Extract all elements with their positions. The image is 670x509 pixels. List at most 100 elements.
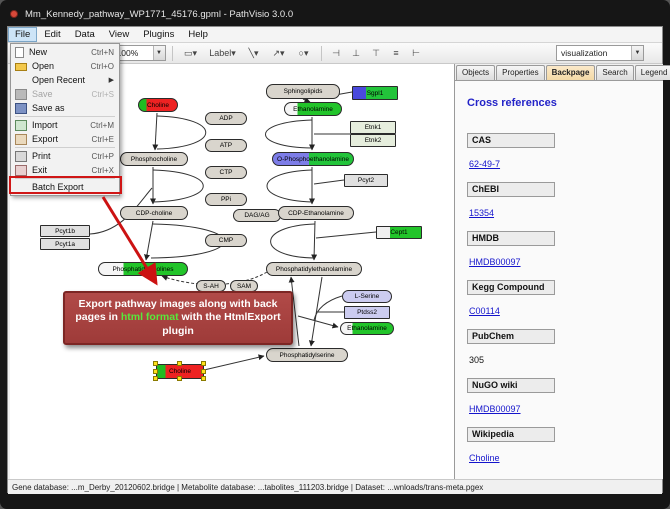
submenu-arrow-icon: ▶ bbox=[108, 77, 114, 84]
pathway-node-l-serine[interactable]: L-Serine bbox=[342, 290, 392, 303]
align-center-button[interactable]: ⊥ bbox=[352, 47, 360, 58]
menu-separator bbox=[15, 116, 115, 117]
menubar-item-edit[interactable]: Edit bbox=[44, 29, 61, 40]
selection-handle[interactable] bbox=[153, 361, 158, 366]
xref-link[interactable]: HMDB00097 bbox=[469, 257, 521, 267]
pathway-node-sgpl1[interactable]: Sgpl1 bbox=[352, 86, 398, 100]
menubar-item-plugins[interactable]: Plugins bbox=[143, 29, 175, 40]
distribute-button[interactable]: ≡ bbox=[393, 48, 399, 58]
menubar: File Edit Data View Plugins Help bbox=[8, 27, 662, 43]
menu-item-batch-export[interactable]: Batch Export bbox=[12, 180, 118, 194]
pathway-node-dag-ag[interactable]: DAG/AG bbox=[233, 209, 281, 222]
pathway-node-atp[interactable]: ATP bbox=[205, 139, 247, 152]
pathway-node-sphingolipids[interactable]: Sphingolipids bbox=[266, 84, 340, 99]
align-top-button[interactable]: ⊤ bbox=[372, 47, 380, 58]
pathway-node-pcyt1b[interactable]: Pcyt1b bbox=[40, 225, 90, 237]
selection-handle[interactable] bbox=[201, 361, 206, 366]
pathway-node-cdp-ethanolamine[interactable]: CDP-Ethanolamine bbox=[278, 206, 354, 220]
menu-item-save-as[interactable]: Save as bbox=[12, 101, 118, 115]
menubar-item-file[interactable]: File bbox=[8, 27, 38, 42]
xref-link[interactable]: HMDB00097 bbox=[469, 404, 521, 414]
tab-search[interactable]: Search bbox=[596, 65, 634, 80]
pathway-node-phosphatidylserine[interactable]: Phosphatidylserine bbox=[266, 348, 348, 362]
xref-header: CAS bbox=[467, 133, 555, 148]
visualization-combobox[interactable]: visualization ▼ bbox=[556, 45, 644, 61]
pathway-node-ptdss2[interactable]: Ptdss2 bbox=[344, 306, 390, 319]
selection-handle[interactable] bbox=[153, 368, 158, 374]
pathway-node-etnk2[interactable]: Etnk2 bbox=[350, 134, 396, 147]
pathway-node-ctp[interactable]: CTP bbox=[205, 166, 247, 179]
datanode-tool-button[interactable]: ▭▾ bbox=[184, 47, 198, 58]
selection-handle[interactable] bbox=[201, 368, 206, 374]
xref-header: ChEBI bbox=[467, 182, 555, 197]
xref-header: PubChem bbox=[467, 329, 555, 344]
xref-link[interactable]: 15354 bbox=[469, 208, 495, 218]
label-tool-button[interactable]: Label▾ bbox=[209, 47, 236, 59]
xref-header: NuGO wiki bbox=[467, 378, 555, 393]
callout-highlight-text: html format bbox=[120, 311, 179, 324]
pathway-node-adp[interactable]: ADP bbox=[205, 112, 247, 125]
pathway-node-cmp[interactable]: CMP bbox=[205, 234, 247, 247]
menu-shortcut: Ctrl+X bbox=[91, 165, 114, 175]
pathway-node-etnk1[interactable]: Etnk1 bbox=[350, 121, 396, 134]
pathway-node-ethanolamine[interactable]: Ethanolamine bbox=[284, 102, 342, 116]
menu-item-open-recent[interactable]: Open Recent▶ bbox=[12, 73, 118, 87]
xref-value: 305 bbox=[469, 355, 485, 365]
tab-legend[interactable]: Legend bbox=[634, 65, 670, 80]
tab-backpage[interactable]: Backpage bbox=[545, 65, 596, 80]
stack-button[interactable]: ⊢ bbox=[412, 47, 420, 58]
none-menu-icon bbox=[15, 75, 27, 86]
menu-separator bbox=[15, 147, 115, 148]
tab-properties[interactable]: Properties bbox=[496, 65, 545, 80]
selection-handle[interactable] bbox=[201, 376, 206, 381]
pathway-node-cept1[interactable]: Cept1 bbox=[376, 226, 422, 239]
pathway-node-phosphatidylethanolamine[interactable]: Phosphatidylethanolamine bbox=[266, 262, 362, 276]
xref-link[interactable]: C00114 bbox=[469, 306, 500, 316]
pathway-node-phosphocholine[interactable]: Phosphocholine bbox=[120, 152, 188, 166]
xref-section: PubChem 305 bbox=[467, 329, 663, 378]
pathway-node-ethanolamine[interactable]: Ethanolamine bbox=[340, 322, 394, 335]
selection-handle[interactable] bbox=[177, 361, 182, 366]
shape-tool-button[interactable]: ○▾ bbox=[298, 47, 309, 58]
app-icon bbox=[10, 10, 18, 18]
arrow-tool-button[interactable]: ↗▾ bbox=[272, 47, 285, 58]
chevron-down-icon: ▼ bbox=[631, 46, 643, 60]
menu-item-label: Save as bbox=[32, 103, 65, 113]
selection-handle[interactable] bbox=[153, 376, 158, 381]
menu-item-label: Import bbox=[32, 120, 58, 130]
menubar-item-view[interactable]: View bbox=[108, 29, 130, 40]
import-menu-icon bbox=[15, 119, 27, 131]
xref-link[interactable]: 62-49-7 bbox=[469, 159, 501, 169]
menu-item-print[interactable]: Print Ctrl+P bbox=[12, 149, 118, 163]
pathway-node-ppi[interactable]: PPi bbox=[205, 193, 247, 206]
tab-objects[interactable]: Objects bbox=[456, 65, 496, 80]
pathway-node-cdp-choline[interactable]: CDP-choline bbox=[120, 206, 188, 220]
menu-item-label: Export bbox=[32, 134, 59, 144]
pathway-node-choline[interactable]: Choline bbox=[138, 98, 178, 112]
menu-item-label: Open bbox=[32, 61, 55, 71]
pathway-node-phosphatidylcholines[interactable]: Phosphatidylcholines bbox=[98, 262, 188, 276]
pathway-node-o-phosphoethanolamine[interactable]: O-Phosphoethanolamine bbox=[272, 152, 354, 166]
open-menu-icon bbox=[15, 63, 27, 71]
callout-text: Export pathway images along with back pa… bbox=[75, 298, 281, 337]
pathway-node-pcyt1a[interactable]: Pcyt1a bbox=[40, 238, 90, 250]
line-tool-button[interactable]: ╲▾ bbox=[248, 47, 259, 58]
menubar-item-data[interactable]: Data bbox=[74, 29, 95, 40]
menu-shortcut: Ctrl+P bbox=[91, 151, 114, 161]
pathway-node-pcyt2[interactable]: Pcyt2 bbox=[344, 174, 388, 187]
align-left-button[interactable]: ⊣ bbox=[332, 47, 340, 58]
menu-item-label: Print bbox=[32, 151, 51, 161]
selection-handle[interactable] bbox=[177, 376, 182, 381]
xref-link[interactable]: Choline bbox=[469, 453, 500, 463]
menubar-item-help[interactable]: Help bbox=[188, 29, 208, 40]
xref-section: CAS 62-49-7 bbox=[467, 133, 663, 182]
